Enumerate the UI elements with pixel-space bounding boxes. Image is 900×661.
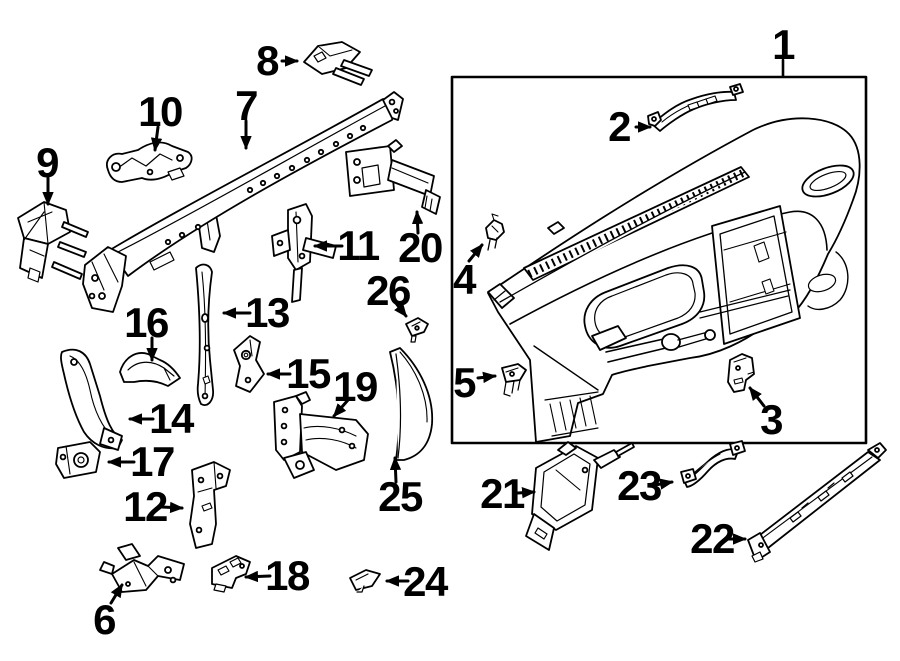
part-label-12: 12	[123, 483, 168, 530]
part-label-19: 19	[333, 363, 378, 410]
part-label-25: 25	[378, 473, 423, 520]
part-20-drawing	[345, 139, 441, 215]
part-label-7: 7	[235, 82, 258, 129]
part-24-drawing	[349, 569, 381, 593]
part-label-2: 2	[608, 103, 631, 150]
part-label-17: 17	[130, 438, 175, 485]
part-label-1: 1	[772, 21, 795, 68]
part-label-24: 24	[403, 558, 448, 605]
part-5-drawing	[501, 363, 527, 397]
arrow-10	[150, 125, 163, 152]
arrow-18	[244, 570, 272, 583]
part-21-drawing	[525, 441, 635, 551]
part-label-20: 20	[398, 224, 443, 271]
part-26-drawing	[405, 317, 429, 343]
part-1-drawing	[487, 117, 861, 443]
part-8-drawing	[303, 41, 373, 86]
arrow-19	[332, 398, 350, 418]
part-label-14: 14	[149, 395, 194, 442]
part-label-4: 4	[453, 256, 476, 303]
part-label-13: 13	[245, 289, 290, 336]
part-22-drawing	[747, 442, 887, 563]
part-18-drawing	[211, 555, 251, 593]
part-13-drawing	[195, 263, 214, 406]
arrow-3	[748, 386, 766, 408]
arrow-4	[467, 243, 484, 263]
leader-arrows	[42, 55, 766, 605]
part-3-drawing	[727, 353, 755, 393]
part-7-drawing	[82, 91, 404, 313]
part-4-drawing	[485, 213, 505, 251]
part-14-drawing	[60, 348, 123, 451]
part-11-drawing	[271, 203, 337, 303]
part-label-23: 23	[617, 462, 662, 509]
part-label-26: 26	[366, 267, 411, 314]
part-label-16: 16	[124, 299, 169, 346]
part-label-6: 6	[93, 596, 116, 643]
arrow-6	[109, 583, 124, 605]
part-9-drawing	[17, 201, 89, 283]
part-label-18: 18	[265, 552, 310, 599]
part-label-8: 8	[256, 37, 279, 84]
part-6-drawing	[99, 543, 185, 593]
part-label-11: 11	[337, 222, 380, 269]
part-17-drawing	[55, 441, 101, 479]
part-10-drawing	[106, 141, 193, 183]
part-2-drawing	[647, 83, 744, 132]
arrow-26	[393, 300, 408, 318]
part-label-21: 21	[480, 470, 525, 517]
part-label-22: 22	[690, 515, 735, 562]
part-label-3: 3	[760, 396, 783, 443]
arrow-12	[160, 501, 184, 514]
part-15-drawing	[233, 335, 265, 393]
arrow-20	[411, 210, 424, 235]
part-16-drawing	[119, 352, 181, 387]
arrow-21	[516, 487, 536, 499]
arrow-5	[476, 371, 497, 384]
arrow-25	[389, 456, 402, 484]
part-12-drawing	[189, 461, 231, 549]
part-25-drawing	[389, 347, 434, 461]
part-label-15: 15	[286, 350, 331, 397]
part-label-10: 10	[138, 88, 183, 135]
part-23-drawing	[680, 440, 746, 488]
part-label-5: 5	[453, 359, 476, 406]
arrow-23	[653, 478, 674, 490]
part-19-drawing	[273, 391, 369, 479]
part-label-9: 9	[36, 139, 59, 186]
